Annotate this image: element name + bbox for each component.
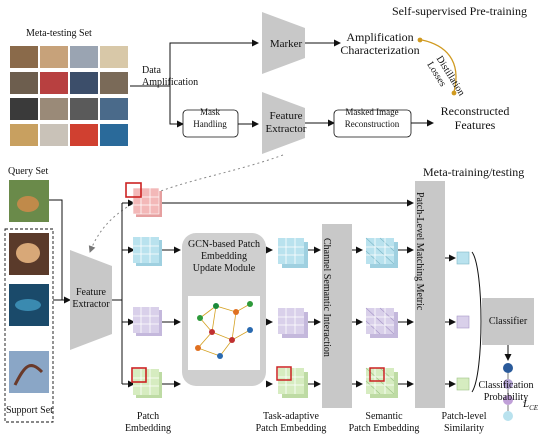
similarity-blue (456, 251, 470, 265)
task-adaptive-stack-purple (278, 308, 308, 338)
probability-node-4 (503, 411, 513, 421)
marker-block (262, 12, 305, 74)
bottom-feature-extractor-block (70, 250, 112, 350)
patch-stack-purple (133, 307, 162, 336)
patch-stack-query (125, 182, 162, 217)
support-set-frame (4, 228, 54, 423)
meta-testing-set-label: Meta-testing Set (26, 28, 92, 39)
patch-stack-green (131, 367, 162, 398)
semantic-stack-purple (365, 307, 398, 338)
probability-node-1 (503, 363, 513, 373)
probability-node-2 (503, 379, 513, 389)
distillation-curve (421, 39, 457, 93)
classifier-box (482, 298, 534, 345)
patch-level-matching-label: Patch-Level Matching Metric (414, 192, 425, 311)
support-set-label: Support Set (6, 405, 53, 416)
patch-level-matching-bar (415, 181, 445, 408)
top-feature-extractor-block (262, 92, 305, 154)
query-set-label: Query Set (8, 166, 49, 177)
classifier-label: Classifier (488, 316, 528, 327)
similarity-purple (456, 315, 470, 329)
gcn-graph-panel (188, 296, 260, 370)
channel-semantic-interaction-label: Channel Semantic Interaction (321, 238, 332, 357)
similarity-green (456, 377, 470, 391)
support-image-3 (9, 351, 49, 393)
semantic-stack-green (365, 367, 398, 398)
semantic-stack-blue (365, 237, 398, 268)
task-adaptive-stack-blue (278, 238, 308, 268)
self-supervised-pretraining-label: Self-supervised Pre-training (392, 4, 527, 18)
channel-semantic-interaction-bar (322, 224, 352, 408)
meta-testing-image-grid (10, 46, 128, 146)
task-adaptive-stack-green (276, 366, 308, 398)
similarity-brace (471, 251, 482, 393)
patch-stack-blue (133, 237, 162, 266)
marker-label: Marker (269, 38, 303, 50)
cross-entropy-loss-label: LCE (523, 398, 539, 413)
probability-node-3 (503, 395, 513, 405)
meta-training-testing-label: Meta-training/testing (423, 165, 525, 179)
